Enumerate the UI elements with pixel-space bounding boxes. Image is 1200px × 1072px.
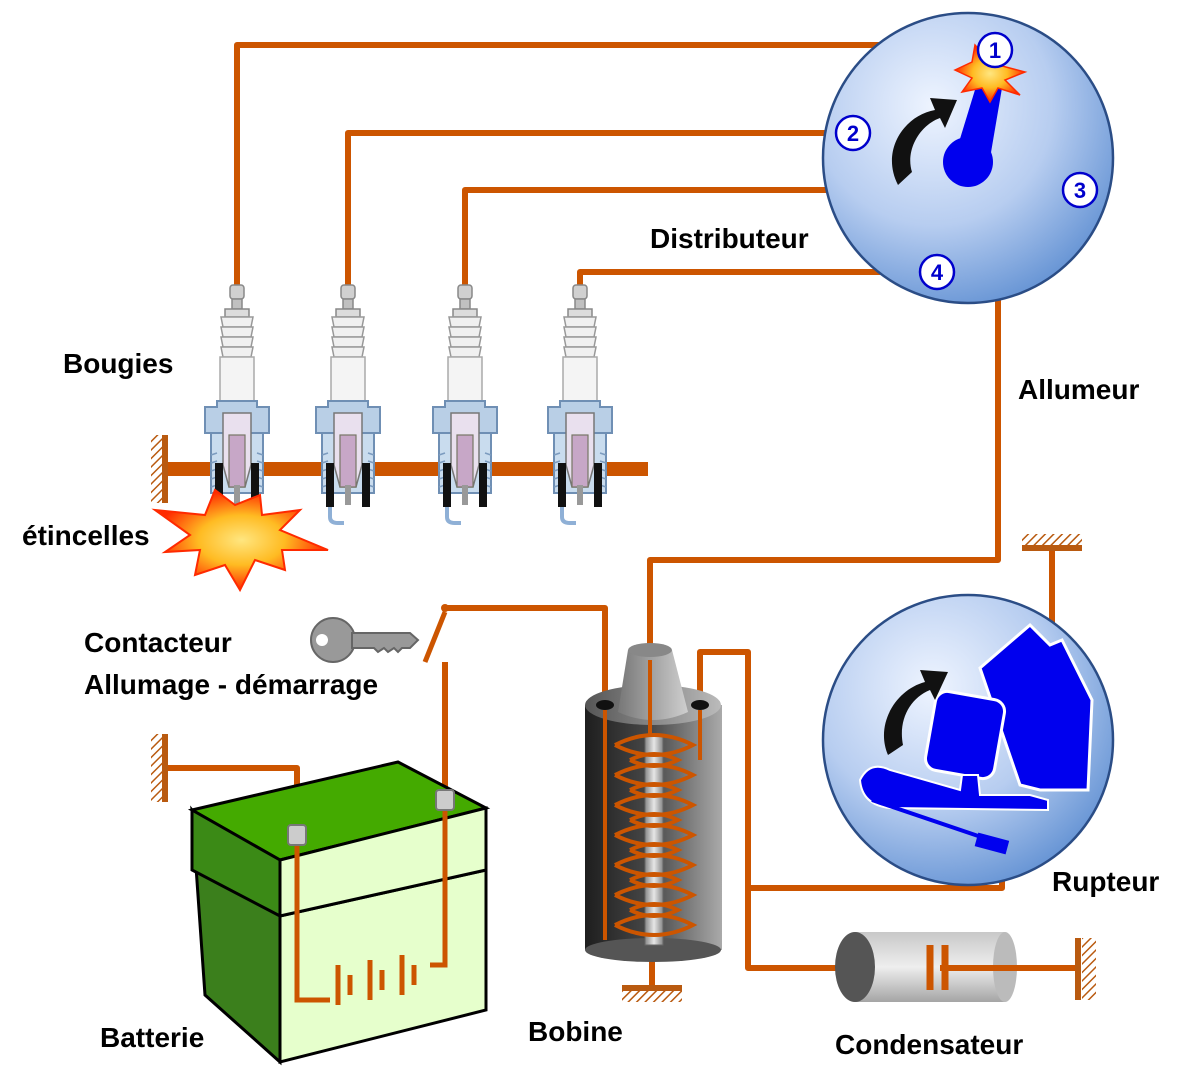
ground-symbol-icon [622, 985, 682, 1002]
igniter-label: Allumeur [1018, 374, 1140, 405]
capacitor-label: Condensateur [835, 1029, 1024, 1060]
switch-label-line1: Contacteur [84, 627, 232, 658]
coil-label: Bobine [528, 1016, 623, 1047]
battery-label: Batterie [100, 1022, 205, 1053]
ignition-switch [422, 604, 449, 663]
terminal-number: 3 [1074, 178, 1086, 203]
spark-icon [151, 488, 329, 593]
ground-symbol-icon [1022, 534, 1082, 551]
capacitor [835, 932, 1075, 1002]
spark-plug-4 [546, 283, 614, 525]
ground-symbol-icon [1075, 938, 1096, 1000]
wire-plug4 [577, 269, 922, 288]
distributor-terminal-1: 1 [976, 31, 1014, 69]
breaker-label: Rupteur [1052, 866, 1160, 897]
engine-ground-bar [165, 462, 648, 476]
battery [187, 760, 491, 1066]
spark-plugs-label: Bougies [63, 348, 174, 379]
spark-plugs [203, 283, 614, 525]
spark-plug-2 [314, 283, 382, 525]
ignition-coil [585, 643, 722, 962]
distributor: 1 2 3 4 [821, 11, 1115, 305]
distributor-label: Distributeur [650, 223, 809, 254]
ground-symbol-icon [151, 734, 165, 802]
spark-plug-3 [431, 283, 499, 525]
spark-plug-1 [203, 283, 271, 525]
breaker [821, 593, 1115, 887]
sparks-label: étincelles [22, 520, 150, 551]
distributor-terminal-4: 4 [918, 253, 956, 291]
rotation-arrow-icon [891, 98, 957, 185]
wire-switch-coil [445, 605, 608, 705]
wire-plug1 [234, 42, 990, 288]
terminal-number: 1 [989, 38, 1001, 63]
switch-label-line2: Allumage - démarrage [84, 669, 379, 700]
distributor-terminal-2: 2 [834, 114, 872, 152]
distributor-terminal-3: 3 [1061, 171, 1099, 209]
terminal-number: 4 [931, 260, 944, 285]
key-icon [310, 617, 420, 663]
terminal-number: 2 [847, 121, 859, 146]
wire-plug2 [345, 130, 838, 288]
ground-symbol-icon [151, 435, 165, 503]
rotation-arrow-icon [883, 670, 948, 755]
